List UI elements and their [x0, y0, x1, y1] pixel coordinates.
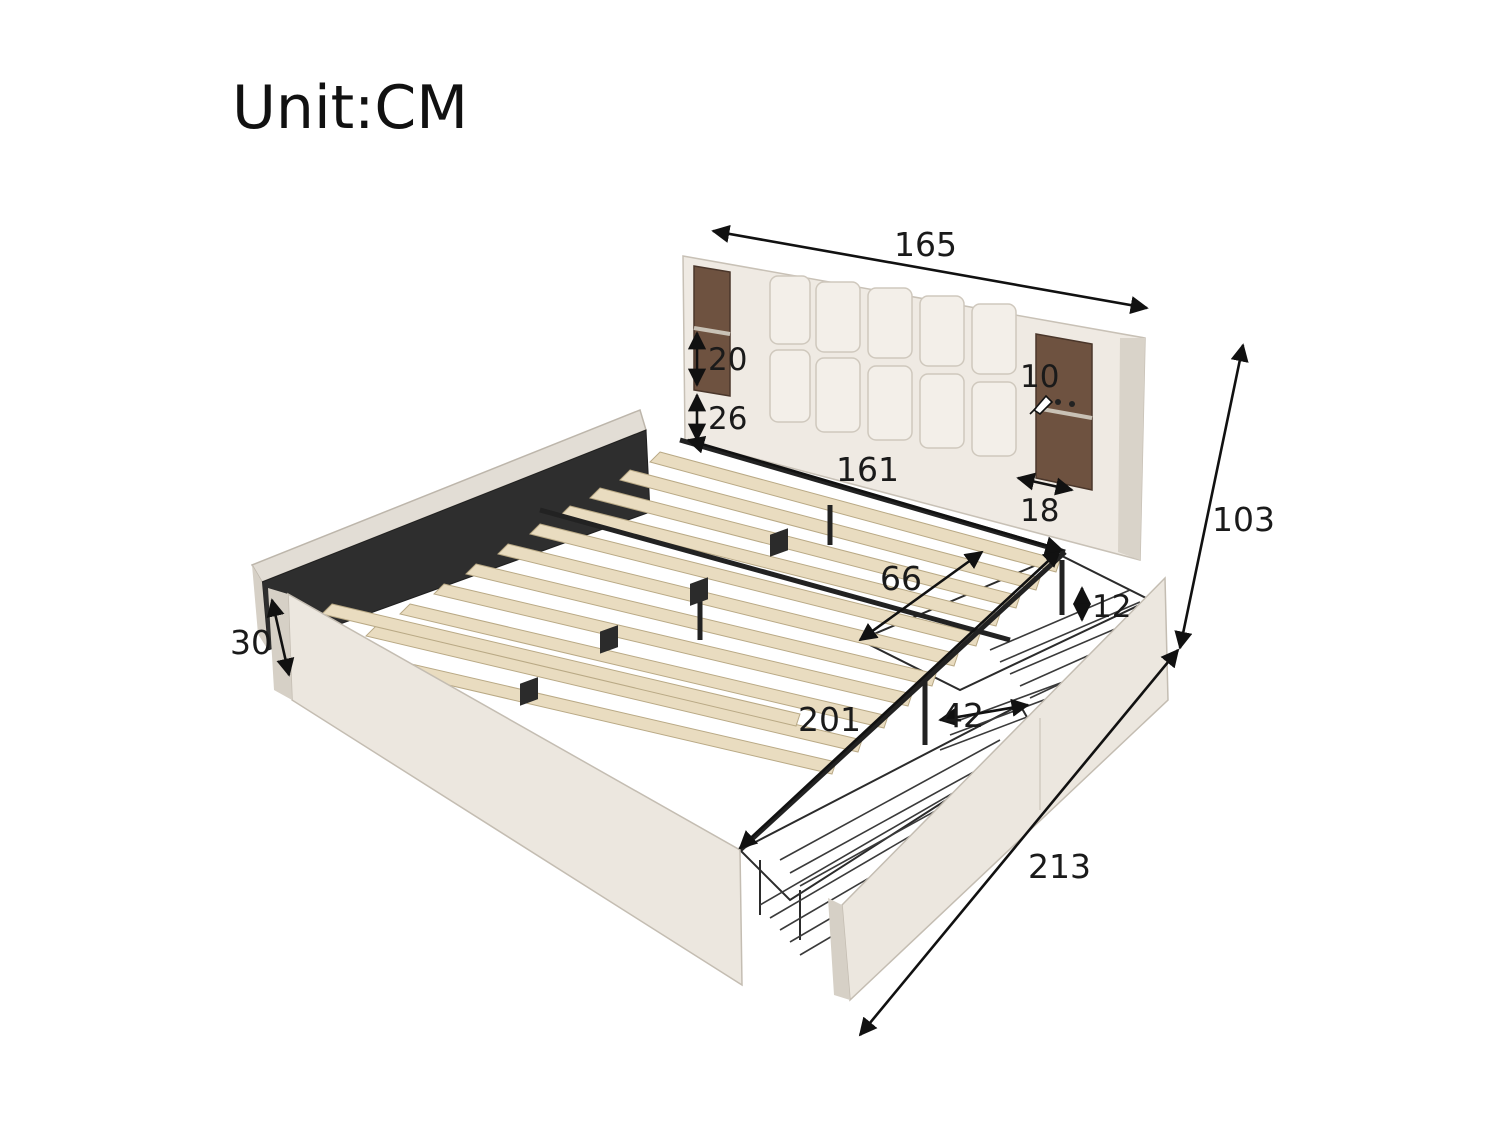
dim-line-165 [711, 224, 1149, 315]
dim-line-201 [738, 548, 1062, 850]
dim-label-inner-width: 161 [836, 450, 899, 489]
dim-label-drawer-depth: 42 [942, 696, 984, 735]
dim-label-frame-height: 30 [230, 623, 272, 662]
dim-label-drawer-width: 66 [880, 559, 922, 598]
dim-label-shelf-depth: 18 [1020, 493, 1060, 529]
dim-line-66 [858, 550, 984, 642]
dim-line-42 [938, 698, 1030, 727]
dimension-lines [266, 224, 1249, 1037]
dim-label-shelf-clearance: 26 [708, 401, 748, 437]
dim-label-total-height: 103 [1212, 500, 1275, 539]
dim-label-usb-port: 10 [1020, 359, 1060, 395]
dim-label-drawer-height: 12 [1092, 589, 1132, 625]
left-side-rail [250, 408, 651, 651]
dim-line-30 [266, 598, 295, 677]
dim-label-shelf-height: 20 [708, 342, 748, 378]
dim-label-headboard-width: 165 [894, 225, 957, 264]
dim-line-18 [1016, 472, 1074, 496]
dim-line-103 [1174, 343, 1249, 650]
dim-label-inner-length: 201 [798, 700, 861, 739]
unit-label: Unit:CM [232, 73, 469, 143]
dim-label-total-length: 213 [1028, 847, 1091, 886]
right-shelf [1035, 333, 1093, 491]
dim-line-161 [686, 435, 1064, 555]
usb-plug-icon [1029, 394, 1054, 416]
